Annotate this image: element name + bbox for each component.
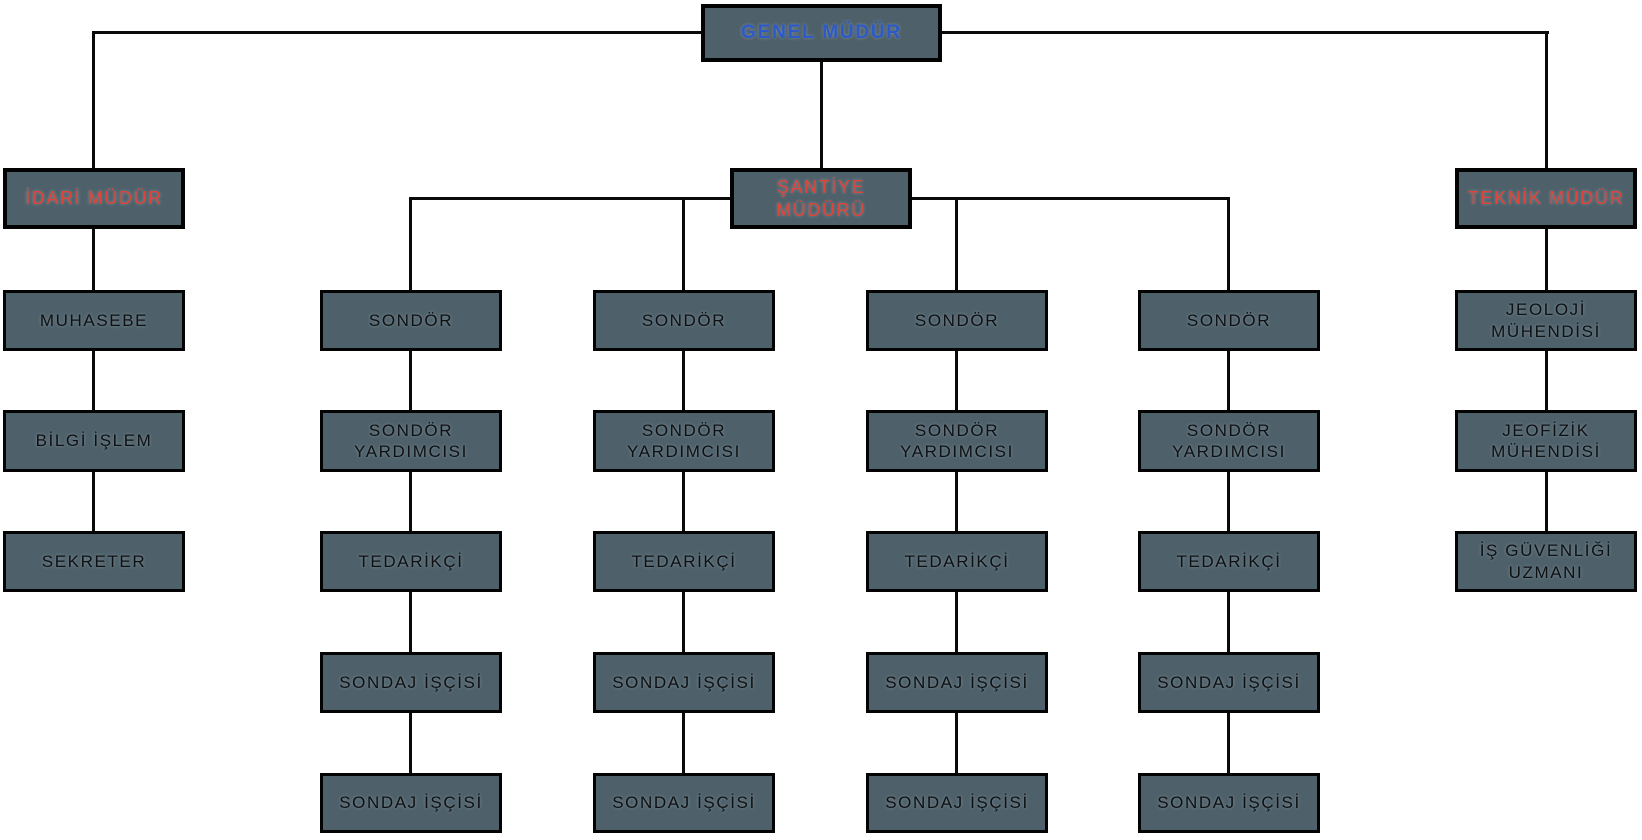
node-label: GENEL MÜDÜR xyxy=(741,22,902,44)
node-teknik-mudur: TEKNİK MÜDÜR xyxy=(1455,168,1637,229)
connector-line xyxy=(92,229,95,290)
connector-line xyxy=(1227,472,1230,531)
connector-line xyxy=(92,351,95,410)
node-sondor-col4: SONDÖR xyxy=(1138,290,1320,351)
node-label: SONDÖR xyxy=(368,310,454,330)
connector-line xyxy=(955,472,958,531)
node-sondaj-iscisi-1-col3: SONDAJ İŞÇİSİ xyxy=(866,652,1048,713)
connector-line xyxy=(955,713,958,773)
node-muhasebe: MUHASEBE xyxy=(3,290,185,351)
node-sondor-col2: SONDÖR xyxy=(593,290,775,351)
connector-col2-drop xyxy=(682,197,685,290)
connector-line xyxy=(1227,592,1230,652)
node-label: SONDÖR YARDIMCISI xyxy=(627,420,741,461)
node-label: TEKNİK MÜDÜR xyxy=(1467,188,1625,209)
connector-col4-drop xyxy=(1227,197,1230,290)
node-label: TEDARİKÇİ xyxy=(631,551,737,571)
node-santiye-muduru: ŞANTİYE MÜDÜRÜ xyxy=(730,168,912,229)
node-tedarikci-col3: TEDARİKÇİ xyxy=(866,531,1048,592)
connector-line xyxy=(92,472,95,531)
node-label: SEKRETER xyxy=(41,551,147,571)
node-label: SONDAJ İŞÇİSİ xyxy=(612,672,756,692)
node-sondaj-iscisi-2-col4: SONDAJ İŞÇİSİ xyxy=(1138,773,1320,833)
node-label: SONDAJ İŞÇİSİ xyxy=(1157,793,1301,813)
node-label: SONDAJ İŞÇİSİ xyxy=(1157,672,1301,692)
node-sondor-yardimcisi-col4: SONDÖR YARDIMCISI xyxy=(1138,410,1320,472)
connector-line xyxy=(1545,351,1548,410)
node-sondaj-iscisi-2-col2: SONDAJ İŞÇİSİ xyxy=(593,773,775,833)
connector-col3-drop xyxy=(955,197,958,290)
connector-line xyxy=(682,351,685,410)
node-is-guvenligi-uzmani: İŞ GÜVENLİĞİ UZMANI xyxy=(1455,531,1637,592)
node-label: SONDAJ İŞÇİSİ xyxy=(339,672,483,692)
node-label: TEDARİKÇİ xyxy=(358,551,464,571)
node-label: İŞ GÜVENLİĞİ UZMANI xyxy=(1479,541,1613,582)
node-sondaj-iscisi-2-col1: SONDAJ İŞÇİSİ xyxy=(320,773,502,833)
node-bilgi-islem: BİLGİ İŞLEM xyxy=(3,410,185,472)
node-sondaj-iscisi-1-col2: SONDAJ İŞÇİSİ xyxy=(593,652,775,713)
connector-col1-drop xyxy=(409,197,412,290)
node-label: JEOFİZİK MÜHENDİSİ xyxy=(1491,420,1601,461)
connector-line xyxy=(955,592,958,652)
connector-idari-drop xyxy=(92,31,95,168)
connector-line xyxy=(1227,713,1230,773)
node-sondor-yardimcisi-col3: SONDÖR YARDIMCISI xyxy=(866,410,1048,472)
node-jeoloji-muhendisi: JEOLOJİ MÜHENDİSİ xyxy=(1455,290,1637,351)
node-label: SONDÖR YARDIMCISI xyxy=(1172,420,1286,461)
connector-line xyxy=(682,713,685,773)
connector-line xyxy=(1545,472,1548,531)
node-tedarikci-col4: TEDARİKÇİ xyxy=(1138,531,1320,592)
connector-teknik-drop xyxy=(1545,31,1548,168)
node-label: BİLGİ İŞLEM xyxy=(35,431,153,451)
node-label: İDARİ MÜDÜR xyxy=(25,188,163,209)
connector-line xyxy=(409,351,412,410)
node-tedarikci-col1: TEDARİKÇİ xyxy=(320,531,502,592)
node-label: ŞANTİYE MÜDÜRÜ xyxy=(776,177,866,220)
node-sondaj-iscisi-1-col1: SONDAJ İŞÇİSİ xyxy=(320,652,502,713)
node-tedarikci-col2: TEDARİKÇİ xyxy=(593,531,775,592)
node-sondaj-iscisi-2-col3: SONDAJ İŞÇİSİ xyxy=(866,773,1048,833)
connector-line xyxy=(1545,229,1548,290)
node-sekreter: SEKRETER xyxy=(3,531,185,592)
node-label: SONDAJ İŞÇİSİ xyxy=(885,793,1029,813)
node-sondor-yardimcisi-col1: SONDÖR YARDIMCISI xyxy=(320,410,502,472)
node-label: SONDAJ İŞÇİSİ xyxy=(612,793,756,813)
connector-line xyxy=(409,472,412,531)
node-sondor-col3: SONDÖR xyxy=(866,290,1048,351)
connector-line xyxy=(1227,351,1230,410)
node-label: SONDÖR xyxy=(914,310,1000,330)
connector-line xyxy=(409,713,412,773)
node-label: SONDÖR YARDIMCISI xyxy=(900,420,1014,461)
node-sondor-col1: SONDÖR xyxy=(320,290,502,351)
node-sondaj-iscisi-1-col4: SONDAJ İŞÇİSİ xyxy=(1138,652,1320,713)
connector-line xyxy=(955,351,958,410)
node-label: SONDAJ İŞÇİSİ xyxy=(339,793,483,813)
connector-line xyxy=(682,592,685,652)
node-sondor-yardimcisi-col2: SONDÖR YARDIMCISI xyxy=(593,410,775,472)
node-genel-mudur: GENEL MÜDÜR xyxy=(701,4,942,62)
node-label: SONDÖR YARDIMCISI xyxy=(354,420,468,461)
connector-line xyxy=(682,472,685,531)
node-jeofizik-muhendisi: JEOFİZİK MÜHENDİSİ xyxy=(1455,410,1637,472)
connector-line xyxy=(409,592,412,652)
node-idari-mudur: İDARİ MÜDÜR xyxy=(3,168,185,229)
node-label: SONDAJ İŞÇİSİ xyxy=(885,672,1029,692)
node-label: TEDARİKÇİ xyxy=(1176,551,1282,571)
node-label: MUHASEBE xyxy=(39,310,149,330)
node-label: TEDARİKÇİ xyxy=(904,551,1010,571)
node-label: SONDÖR xyxy=(641,310,727,330)
connector-santiye-drop xyxy=(820,62,823,168)
node-label: JEOLOJİ MÜHENDİSİ xyxy=(1491,300,1601,341)
node-label: SONDÖR xyxy=(1186,310,1272,330)
